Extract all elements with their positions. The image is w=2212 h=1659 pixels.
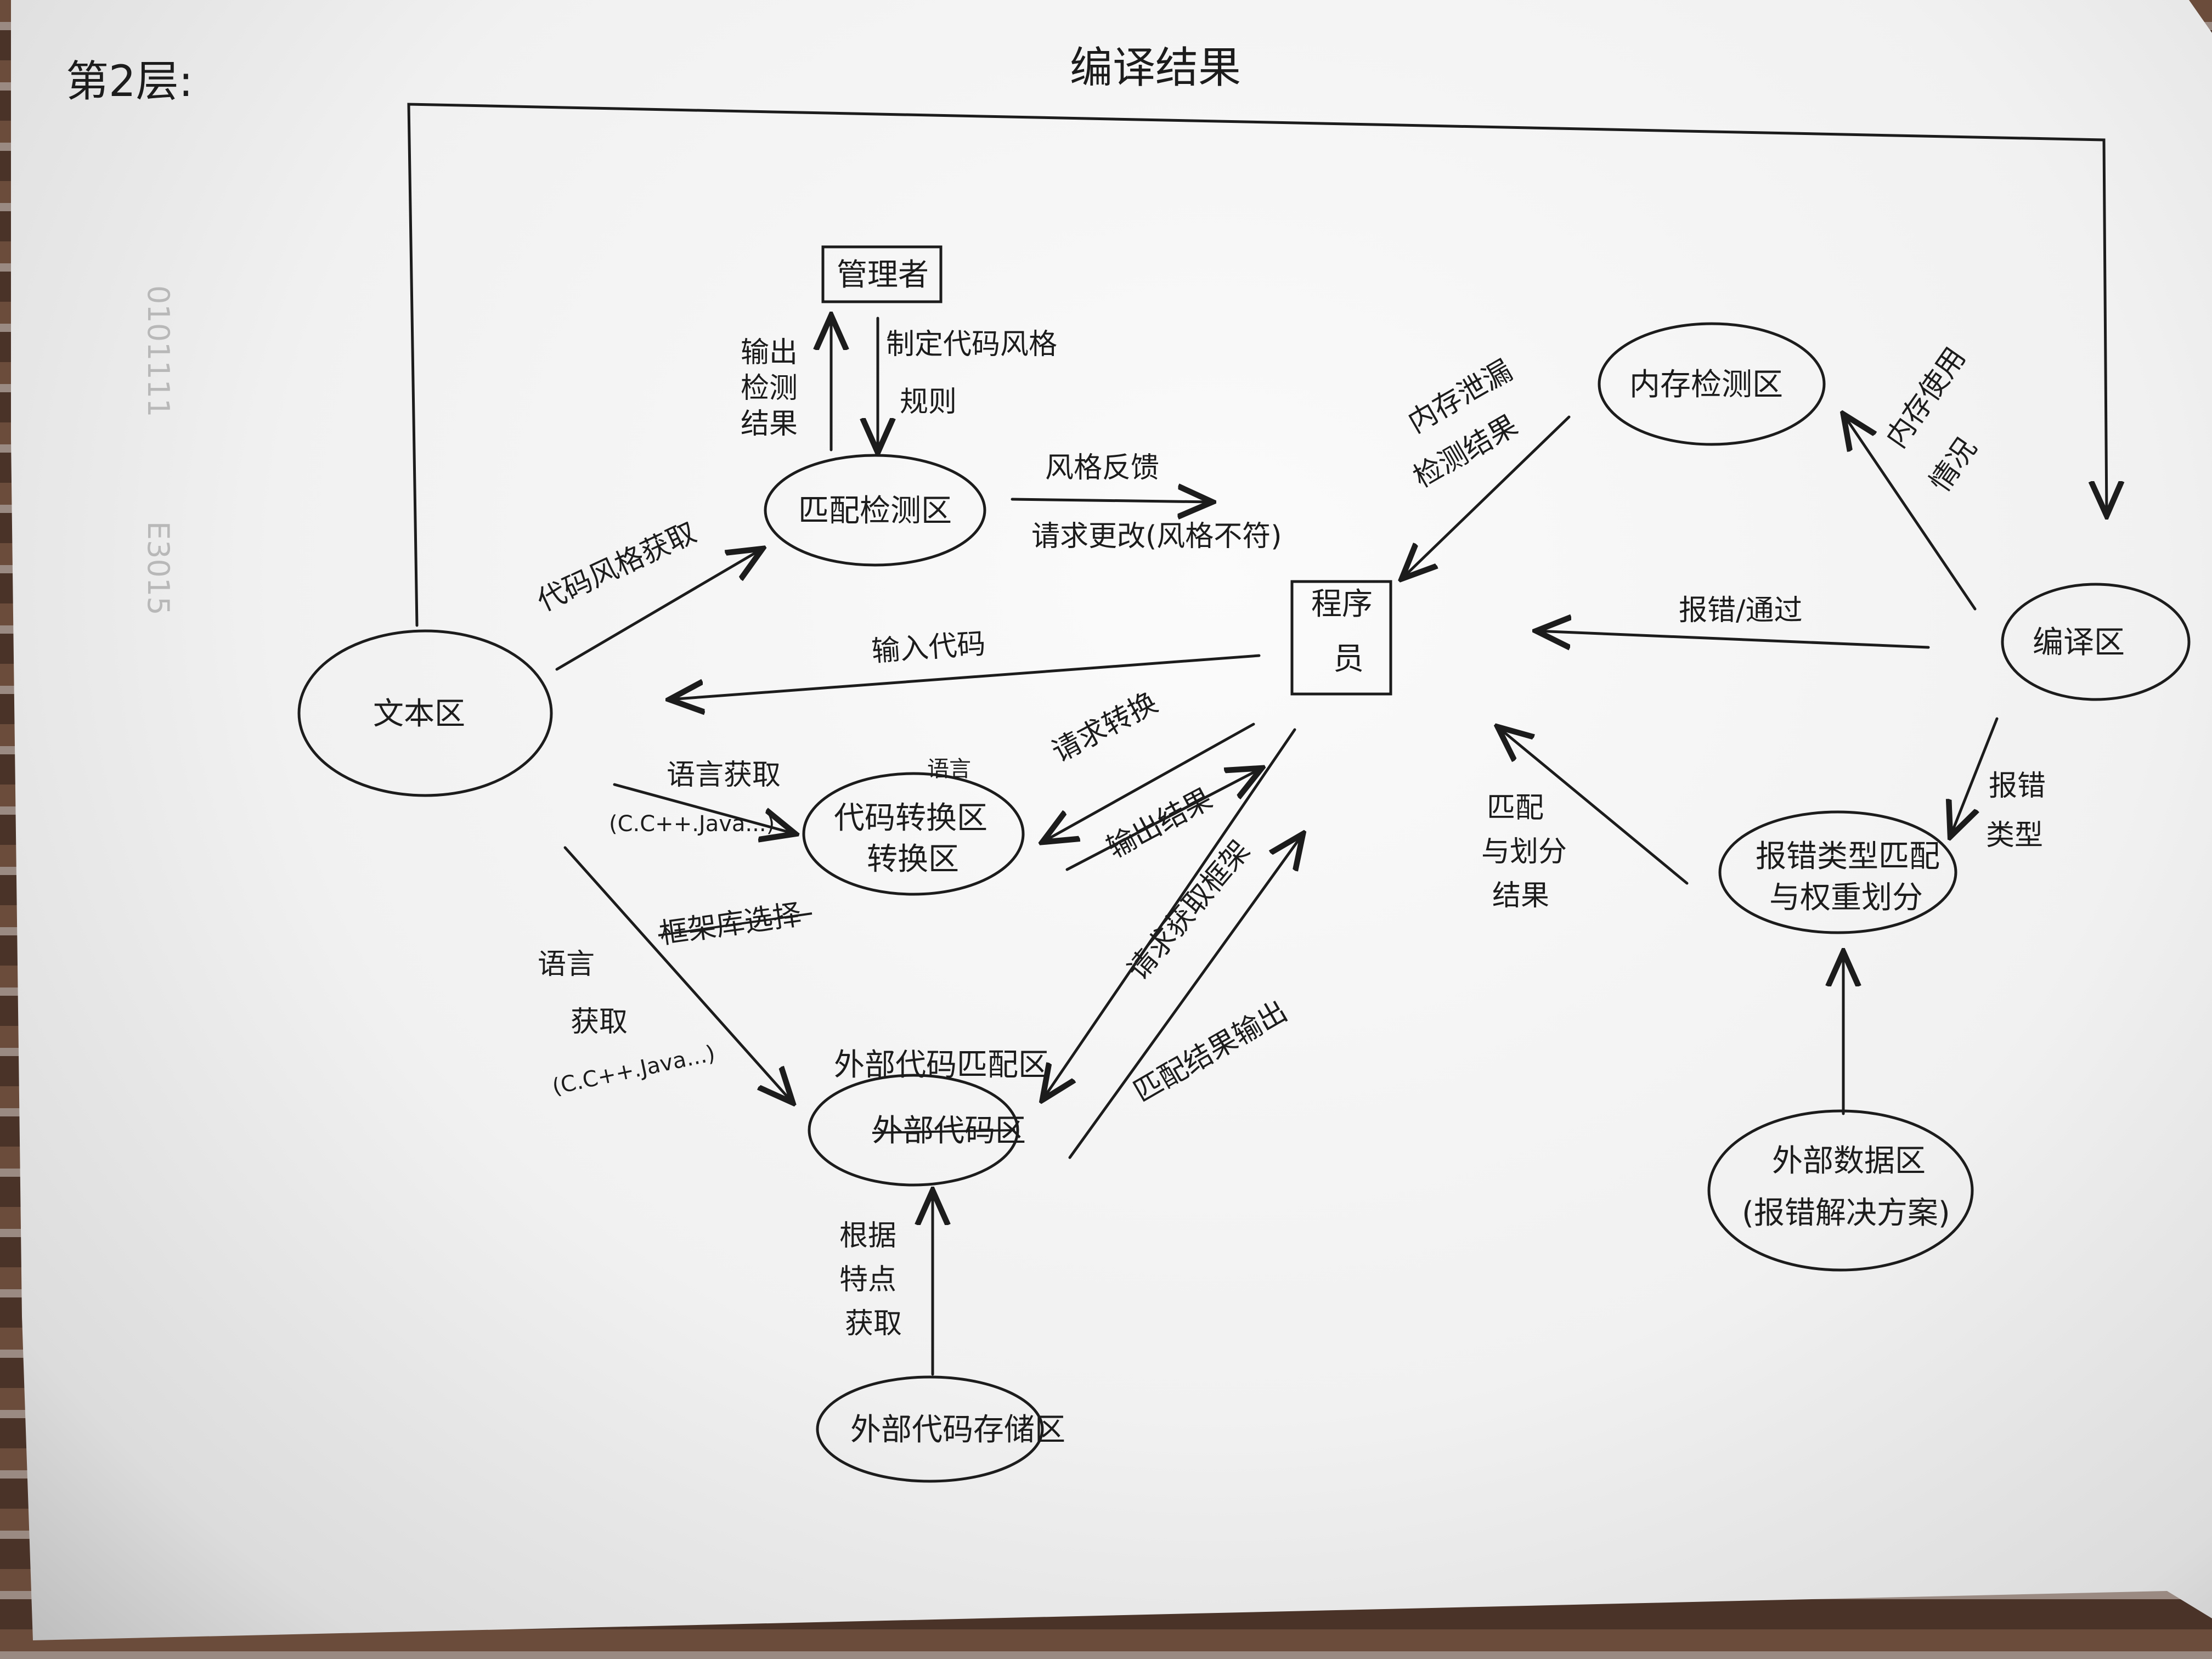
edge-request-convert — [1042, 723, 1255, 842]
error-pass-label: 报错/通过 — [1679, 594, 1803, 627]
error-match-label-line2: 与权重划分 — [1769, 880, 1923, 916]
match-divide-label-1: 匹配 — [1487, 792, 1544, 825]
match-output-label: 匹配结果输出 — [1128, 995, 1293, 1109]
error-type-label-1: 报错 — [1989, 770, 2046, 803]
manager-label: 管理者 — [837, 257, 929, 293]
by-feature-label-3: 获取 — [845, 1307, 902, 1340]
edge-compile-result-line — [407, 103, 2107, 627]
set-style-label-2: 规则 — [900, 386, 957, 419]
page-label: 第2层: — [66, 57, 193, 106]
strike-line-framework — [658, 912, 812, 936]
match-divide-label-3: 结果 — [1492, 879, 1549, 912]
edge-output-result2 — [1065, 768, 1262, 871]
edge-memory-usage — [1843, 414, 1977, 611]
output-result2-label: 输出结果 — [1102, 782, 1218, 865]
text-area-label: 文本区 — [373, 696, 465, 732]
programmer-label-line2: 员 — [1333, 641, 1364, 677]
programmer-box — [1290, 580, 1392, 696]
edge-lang-get-top — [613, 783, 795, 834]
output-result-label-2: 检测 — [741, 372, 798, 405]
request-framework-label: 请求获取框架 — [1121, 834, 1257, 987]
input-code-label: 输入代码 — [871, 628, 987, 668]
memory-check-label: 内存检测区 — [1629, 367, 1783, 403]
lang-get-left-label-1: 语言 — [538, 948, 595, 981]
programmer-label-line1: 程序 — [1311, 586, 1373, 622]
output-result-label-3: 结果 — [741, 408, 798, 441]
request-change-label: 请求更改(风格不符) — [1031, 520, 1282, 553]
edge-match-divide — [1498, 727, 1689, 885]
edge-leak-result — [1402, 415, 1571, 579]
external-match-struck-label: 外部代码区 — [872, 1113, 1026, 1149]
match-check-label: 匹配检测区 — [798, 493, 952, 529]
external-store-ellipse — [816, 1375, 1044, 1483]
lang-list-top-label: (C.C++.Java...) — [609, 811, 775, 837]
compile-area-label: 编译区 — [2033, 625, 2125, 661]
style-feedback-label: 风格反馈 — [1045, 452, 1159, 484]
external-data-ellipse — [1707, 1109, 1974, 1272]
external-match-title: 外部代码匹配区 — [834, 1047, 1049, 1083]
match-check-ellipse — [764, 454, 986, 567]
get-style-label: 代码风格获取 — [532, 516, 701, 618]
edge-lang-get-left — [563, 846, 793, 1103]
edge-error-type — [1950, 717, 1999, 837]
by-feature-label-2: 特点 — [839, 1263, 896, 1296]
manager-box — [821, 245, 943, 303]
edge-input-code — [669, 654, 1261, 699]
strike-line-external-code — [872, 1129, 1015, 1134]
lang-small-label: 语言 — [927, 757, 971, 782]
external-data-label-line2: (报错解决方案) — [1742, 1195, 1950, 1231]
code-convert-label-line2: 转换区 — [867, 842, 959, 877]
bleed-through-number: 0101111 — [141, 285, 176, 417]
lang-get-top-label: 语言获取 — [667, 759, 781, 792]
set-style-label-1: 制定代码风格 — [886, 328, 1057, 361]
lang-list-left-label: (C.C++.Java...) — [550, 1041, 718, 1100]
match-divide-label-2: 与划分 — [1481, 836, 1567, 868]
error-match-ellipse — [1718, 810, 1957, 934]
code-convert-ellipse — [802, 772, 1025, 896]
external-match-ellipse — [808, 1074, 1019, 1187]
edge-get-style — [555, 549, 763, 671]
external-store-label: 外部代码存储区 — [850, 1412, 1065, 1448]
edge-request-framework — [1042, 728, 1296, 1100]
error-match-label-line1: 报错类型匹配 — [1756, 839, 1940, 874]
compile-result-label: 编译结果 — [1070, 43, 1241, 93]
by-feature-label-1: 根据 — [839, 1220, 896, 1252]
struck-framework-note: 框架库选择 — [657, 898, 803, 951]
code-convert-label-line1: 代码转换区 — [834, 800, 988, 836]
external-data-label-line1: 外部数据区 — [1772, 1143, 1926, 1179]
edge-style-feedback — [1011, 499, 1212, 502]
memory-check-ellipse — [1598, 322, 1826, 446]
bleed-through-code: E3015 — [141, 521, 176, 616]
edge-match-output — [1068, 834, 1303, 1159]
request-convert-label: 请求转换 — [1047, 686, 1163, 769]
text-area-ellipse — [297, 629, 553, 797]
output-result-label-1: 输出 — [741, 336, 798, 369]
memory-usage-label-2: 情况 — [1923, 432, 1983, 498]
compile-area-ellipse — [2001, 583, 2191, 701]
error-type-label-2: 类型 — [1986, 819, 2043, 852]
edge-error-pass — [1536, 631, 1930, 647]
lang-get-left-label-2: 获取 — [571, 1006, 628, 1039]
